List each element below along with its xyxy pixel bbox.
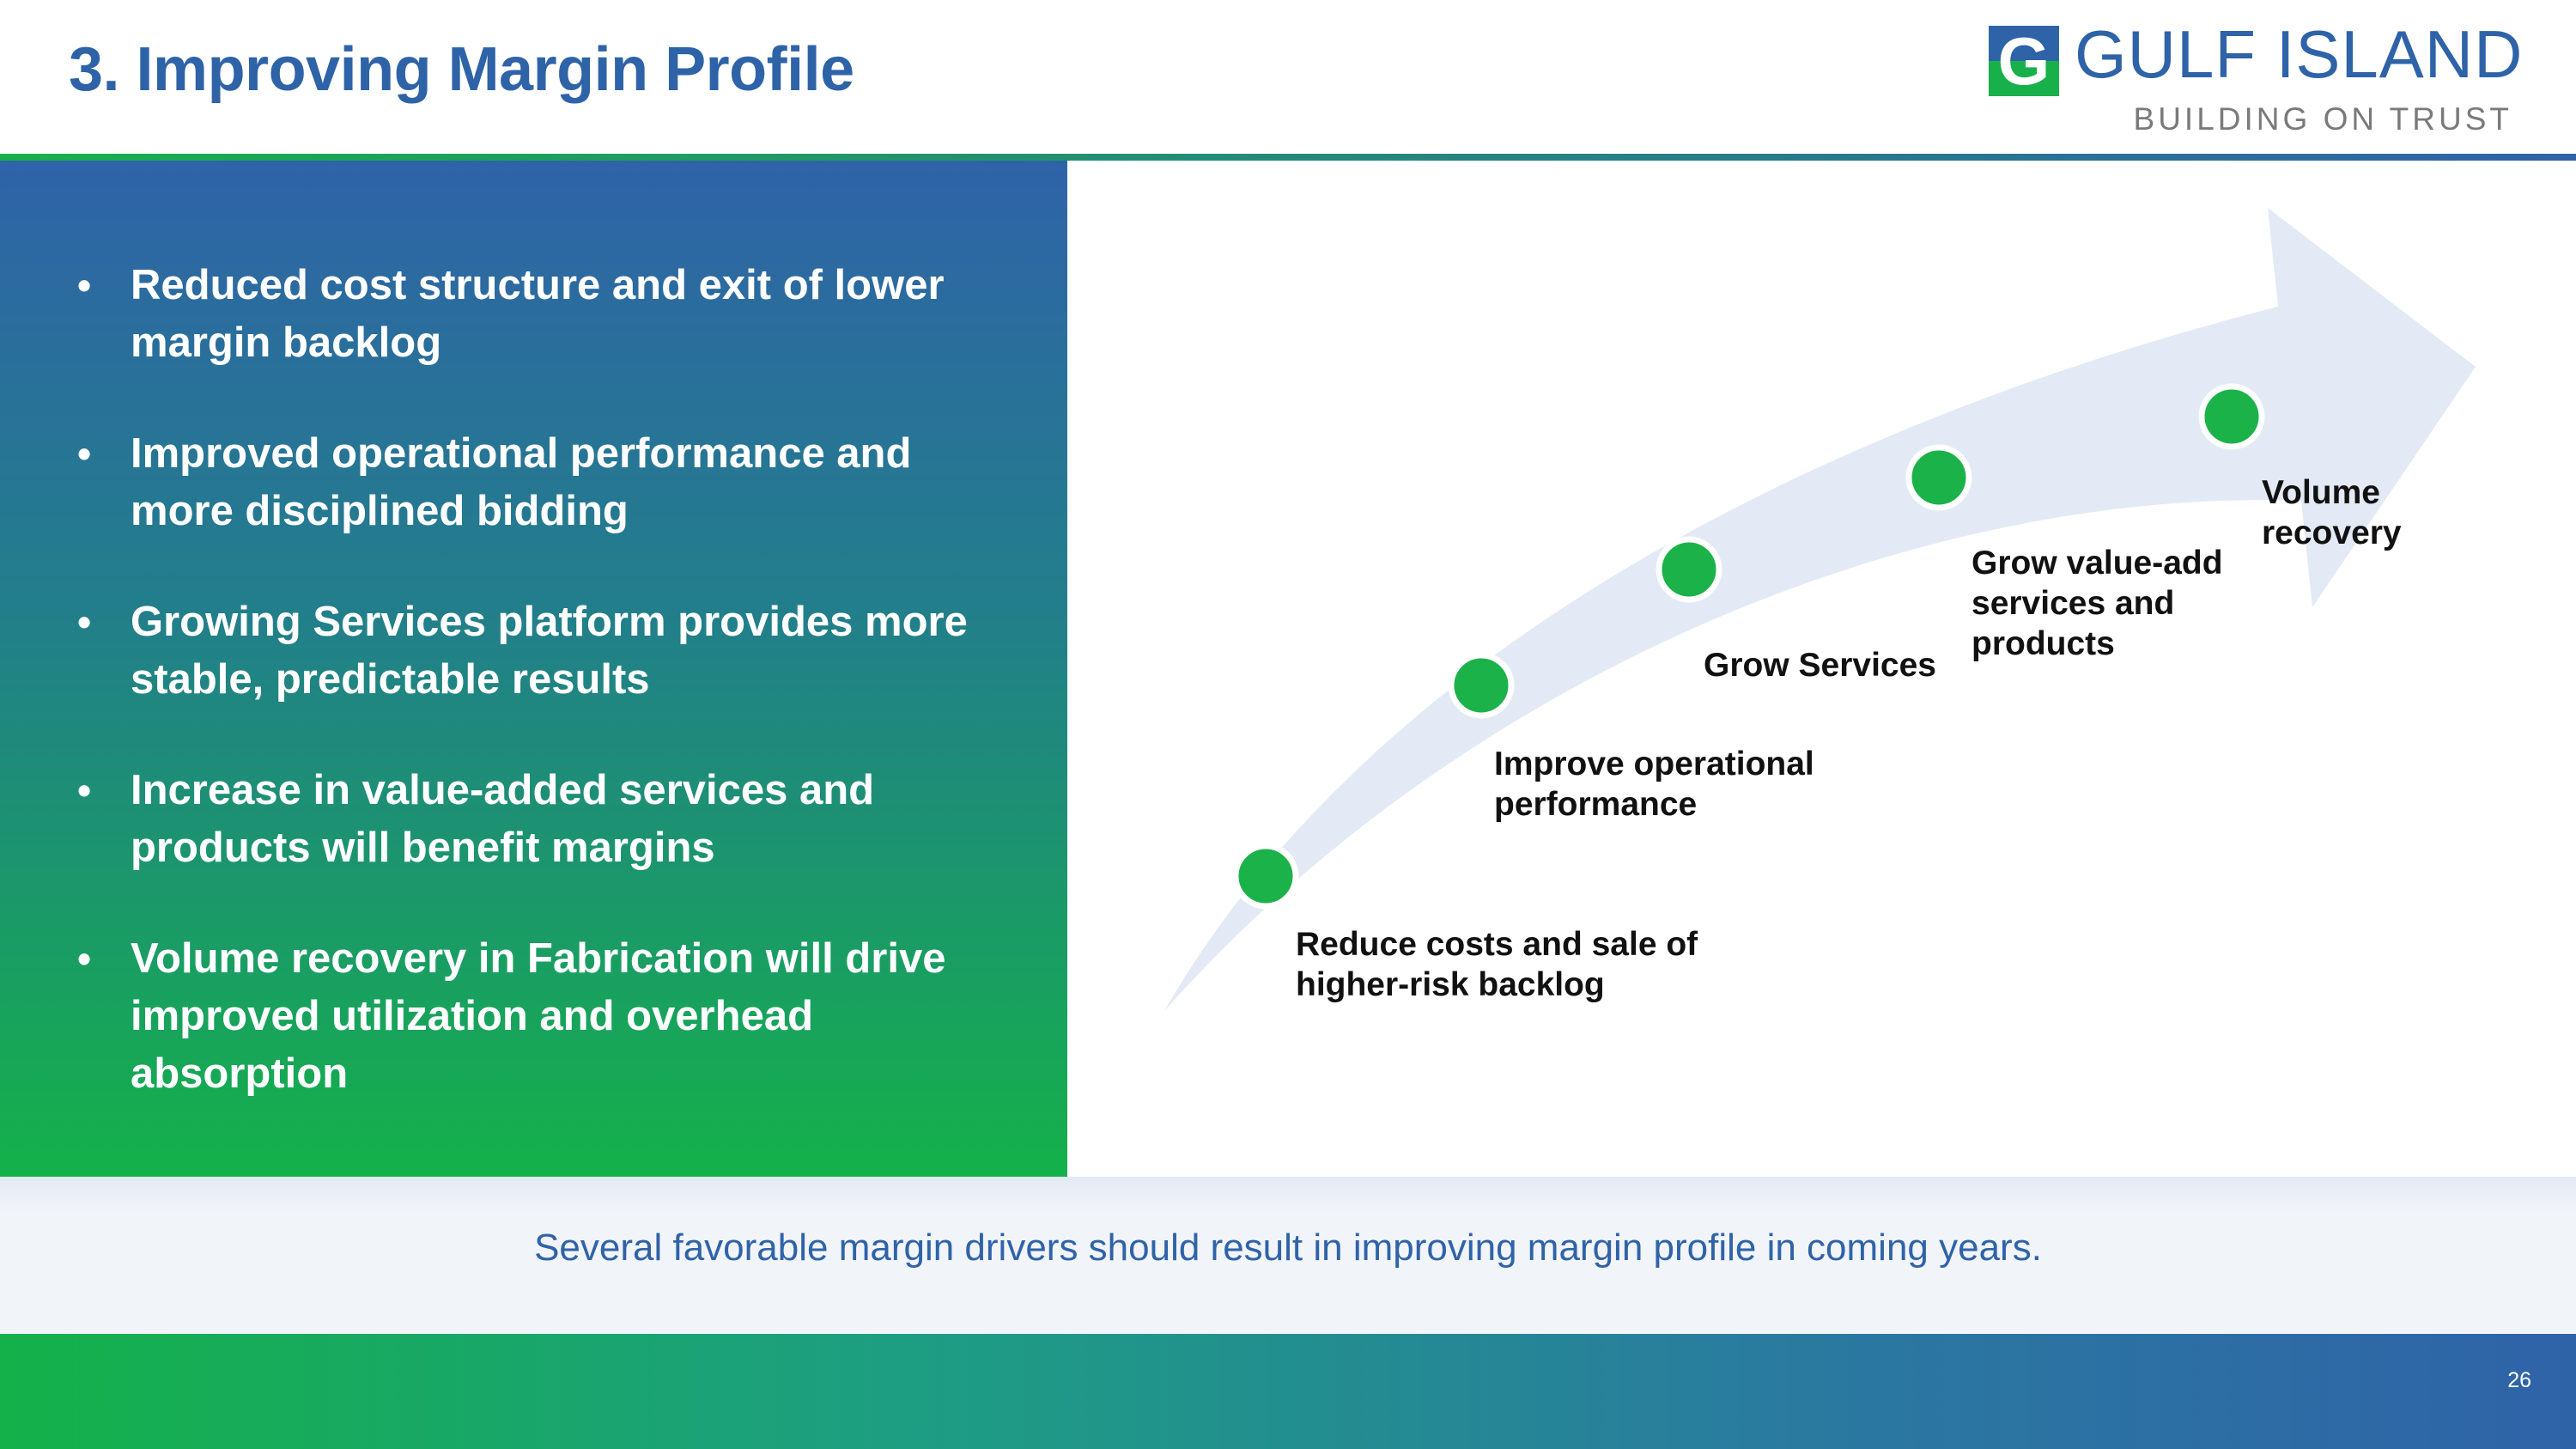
bullet-text: Increase in value-added services and pro… [131,767,875,871]
bullet-item: • Increase in value-added services and p… [77,762,1005,877]
bullet-item: • Improved operational performance and m… [77,425,1005,540]
milestone-dot-icon [1905,444,1972,511]
margin-drivers-diagram: Reduce costs and sale of higher-risk bac… [1067,161,2576,1177]
curved-arrow-icon [1164,208,2476,1011]
summary-text: Several favorable margin drivers should … [534,1227,2042,1269]
bullet-dot-icon: • [77,263,92,307]
step-label-reduce-costs: Reduce costs and sale of higher-risk bac… [1296,926,1698,1003]
bullet-text: Volume recovery in Fabrication will driv… [131,935,946,1097]
milestone-dot-icon [2198,383,2265,450]
company-logo: G GULF ISLAND BUILDING ON TRUST [1989,21,2522,142]
bullet-item: • Growing Services platform provides mor… [77,594,1005,709]
milestone-dot-icon [1448,652,1515,719]
header-divider [0,154,2576,161]
bullet-item: • Volume recovery in Fabrication will dr… [77,930,1005,1103]
bullet-dot-icon: • [77,768,92,813]
bullet-text: Growing Services platform provides more … [131,599,968,703]
bullet-item: • Reduced cost structure and exit of low… [77,257,1005,372]
bullet-dot-icon: • [77,431,92,476]
bullet-text: Reduced cost structure and exit of lower… [131,262,945,366]
bullet-text: Improved operational performance and mor… [131,430,912,534]
diagram-canvas [1164,208,2476,1011]
logo-name: GULF ISLAND [2075,16,2524,92]
milestone-dot-icon [1232,843,1299,910]
footer-band: 26 [0,1334,2576,1449]
logo-tagline: BUILDING ON TRUST [2133,101,2512,137]
page-title: 3. Improving Margin Profile [69,35,854,104]
milestone-dot-icon [1656,536,1722,603]
step-label-grow-services: Grow Services [1704,647,1936,684]
bullet-panel: • Reduced cost structure and exit of low… [0,161,1067,1177]
step-label-volume-recovery: Volume recovery [2262,474,2402,551]
gulf-island-logo-icon: G [1989,26,2059,96]
step-label-grow-value-add: Grow value-add services and products [1971,545,2223,662]
page-number: 26 [2507,1368,2531,1392]
bullet-dot-icon: • [77,600,92,644]
bullet-list: • Reduced cost structure and exit of low… [77,257,1005,1156]
summary-band: Several favorable margin drivers should … [0,1177,2576,1334]
step-label-improve-performance: Improve operational performance [1494,746,1814,823]
bullet-dot-icon: • [77,936,92,981]
logo-mark-letter: G [1998,26,2050,96]
